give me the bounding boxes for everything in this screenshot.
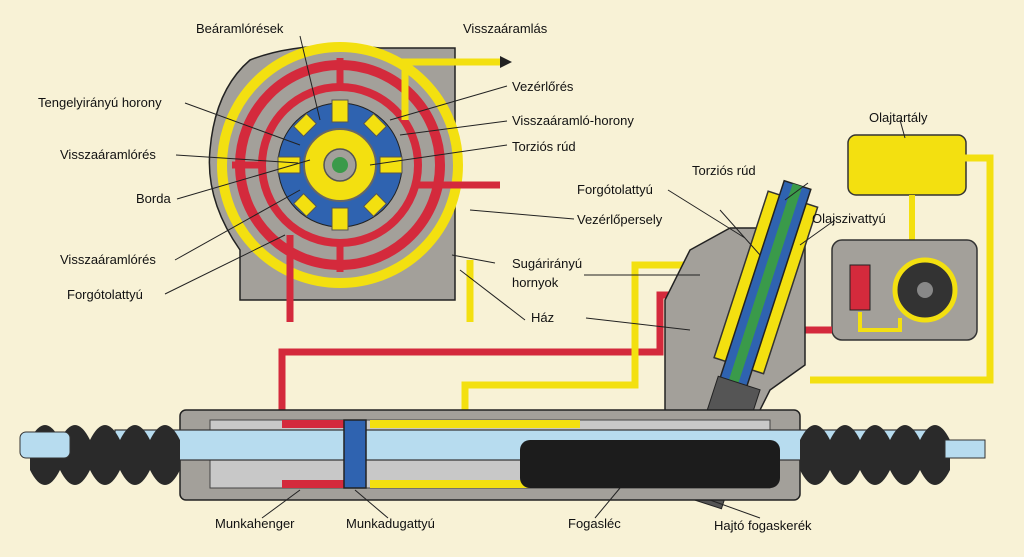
label-hornyok: hornyok — [512, 275, 559, 290]
label-borda: Borda — [136, 191, 171, 206]
label-sugariranyu: Sugárirányú — [512, 256, 583, 271]
label-munkadugattyu: Munkadugattyú — [346, 516, 435, 531]
leader-lines — [164, 35, 906, 519]
steering-gear — [19, 409, 986, 501]
label-tengelyiranyu-horony: Tengelyirányú horony — [38, 95, 162, 110]
label-visszaaramlores-2: Visszaáramlórés — [60, 252, 156, 267]
label-munkahenger: Munkahenger — [215, 516, 295, 531]
label-torzios-rud-1: Torziós rúd — [512, 139, 576, 154]
label-visszaaramlas: Visszaáramlás — [463, 21, 548, 36]
gear-rack-bellows — [520, 440, 780, 488]
label-hajto-fogaskerek: Hajtó fogaskerék — [714, 518, 812, 533]
label-haz: Ház — [531, 310, 555, 325]
oil-pump — [780, 239, 978, 341]
label-forgotolattyu-1: Forgótolattyú — [67, 287, 143, 302]
label-fogaslec: Fogasléc — [568, 516, 621, 531]
oil-reservoir — [810, 134, 994, 384]
label-bearamloresek: Beáramlórések — [196, 21, 284, 36]
label-vezerlopersely: Vezérlőpersely — [577, 212, 663, 227]
label-visszaaramlores-1: Visszaáramlórés — [60, 147, 156, 162]
rotary-valve-section — [208, 42, 512, 322]
valve-vanes — [277, 99, 403, 231]
label-visszaaramlo-horony: Visszaáramló-horony — [512, 113, 634, 128]
label-vezerlores: Vezérlőrés — [512, 79, 574, 94]
label-forgotolattyu-2: Forgótolattyú — [577, 182, 653, 197]
label-olajszivattyu: Olajszivattyú — [812, 211, 886, 226]
label-torzios-rud-2: Torziós rúd — [692, 163, 756, 178]
label-olajtartaly: Olajtartály — [869, 110, 928, 125]
